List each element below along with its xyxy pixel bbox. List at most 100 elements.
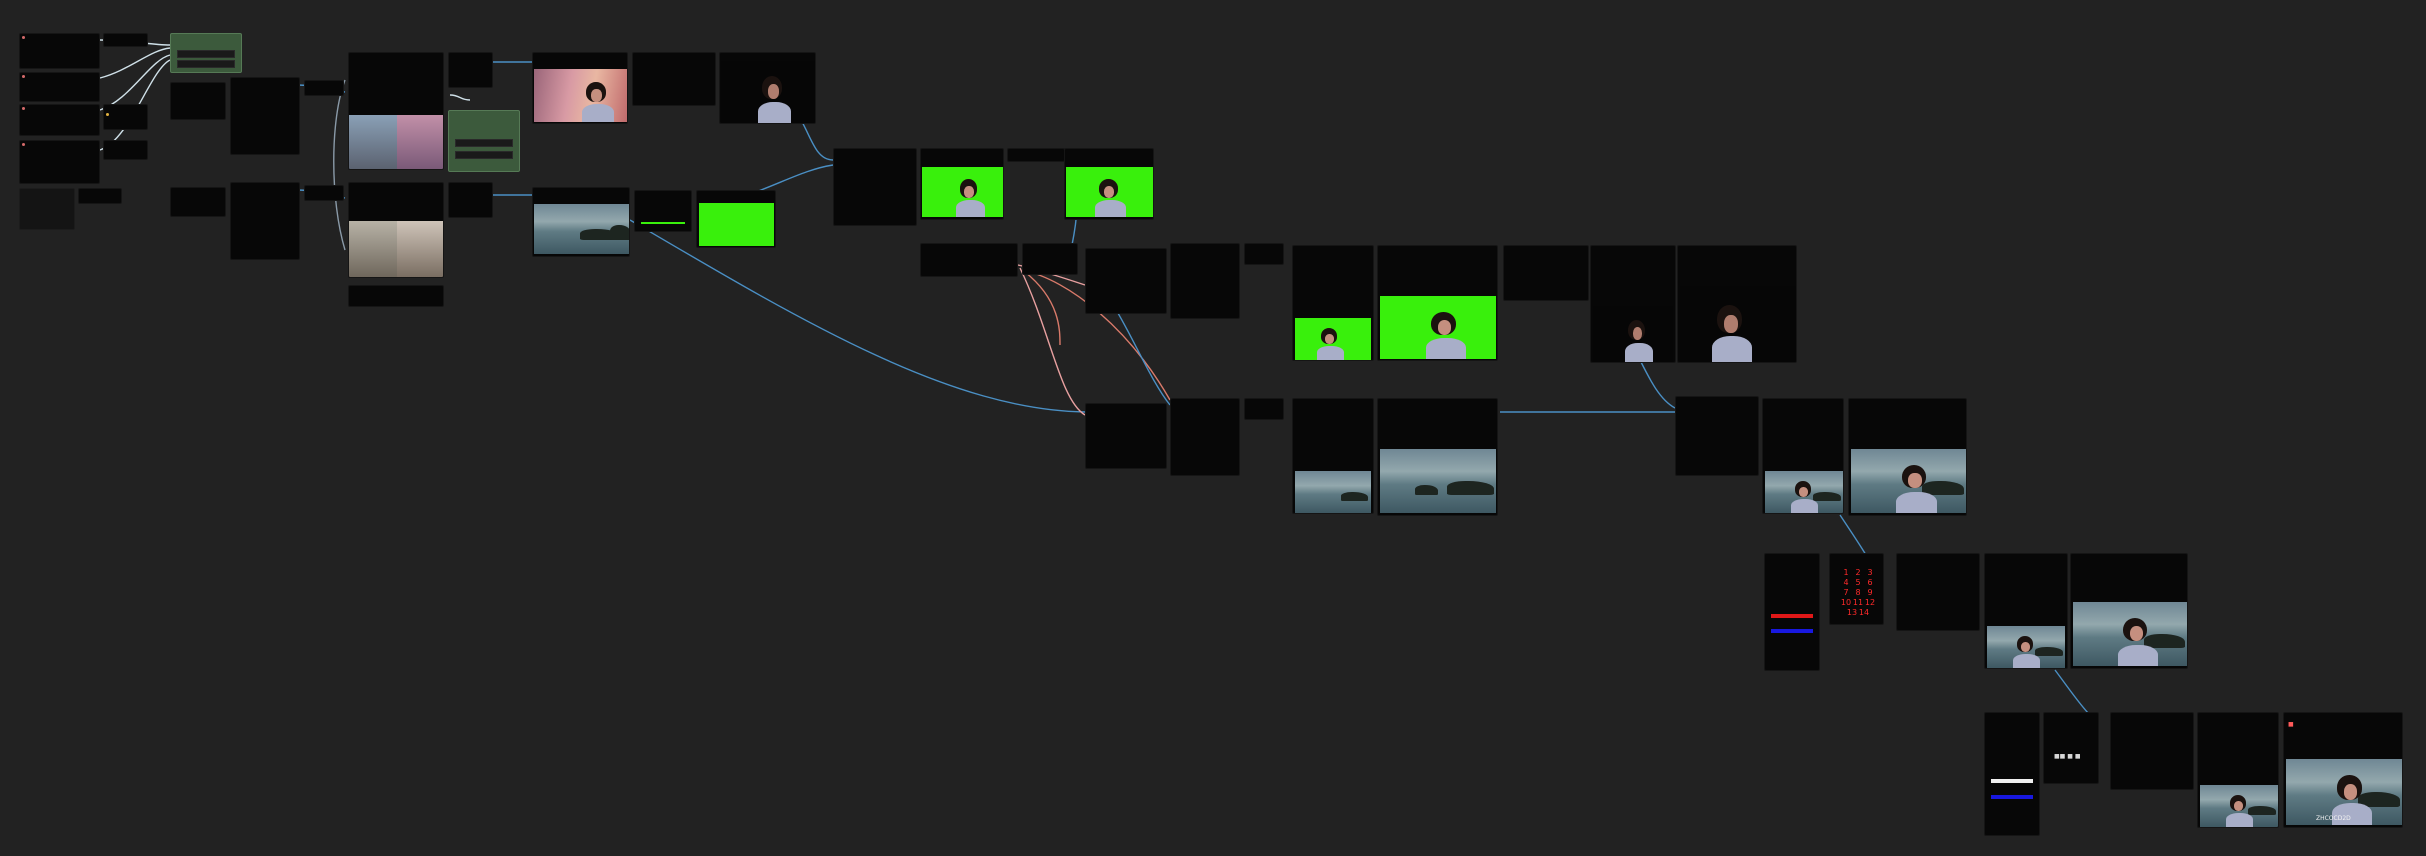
link [333,79,346,251]
mask-node[interactable] [634,190,692,232]
process-node-4[interactable] [1170,243,1240,319]
preview-final-small-node[interactable] [1984,553,2068,669]
preview-warm-node[interactable] [532,52,628,124]
model-node-4[interactable] [230,182,300,260]
load-node-1[interactable] [19,33,100,69]
preview-final-large-node[interactable] [2070,553,2188,669]
preview-image-sea [534,204,629,254]
load-node-6[interactable] [19,140,100,184]
model-node-3[interactable] [170,187,226,217]
image-batch-node-2[interactable] [348,182,444,278]
group-widget[interactable] [455,151,513,159]
preview-sea-large-node[interactable] [1377,398,1498,516]
collapsed-node[interactable] [19,188,75,230]
preview-composite-large-node[interactable] [1848,398,1967,516]
preview-image-sea-small [1295,471,1371,513]
video-caption: ZHCOCD2D [2316,815,2351,822]
text-overlay-node-1[interactable] [1764,553,1820,671]
mid-node[interactable] [1503,245,1589,301]
process-node-2[interactable] [1022,243,1078,275]
link [99,47,171,79]
batch-thumbnail [397,221,443,277]
preview-image-portrait [721,61,815,123]
preview-sea-node[interactable] [532,187,630,257]
preview-dark-large-node[interactable] [1677,245,1797,363]
text-node-1[interactable] [448,52,493,88]
preview-image-caption-small [2200,785,2278,827]
load-node-2[interactable] [103,33,148,47]
merge-node[interactable] [1675,396,1759,476]
batch-thumbnail [349,221,397,277]
preview-image-final-large [2073,602,2187,666]
text-preview-node-2[interactable]: ■■ ■ ■ [2043,712,2099,784]
preview-image-warm [534,69,627,122]
greenscreen-image [1066,167,1153,217]
preview-small-green-node[interactable] [1292,245,1374,361]
preview-dark-small-node[interactable] [1590,245,1676,363]
red-bar [1771,614,1813,618]
blue-bar [1991,795,2033,799]
node-status-dot [22,143,25,146]
sea-process-node-3[interactable] [1244,398,1284,420]
sea-process-node-2[interactable] [1170,398,1240,476]
model-node-1[interactable] [170,82,226,120]
link [99,54,171,111]
preview-image-final-small [1987,626,2065,668]
load-node-3[interactable] [19,72,100,102]
node-status-dot [22,36,25,39]
greenscreen-preview-node-1[interactable] [920,148,1004,220]
load-node-4[interactable] [19,104,100,136]
link [1019,267,1086,416]
blue-bar [1771,629,1813,633]
process-node-1[interactable] [920,243,1018,277]
frame-process-node[interactable] [1896,553,1980,631]
preview-image-caption-large: ZHCOCD2D [2286,759,2402,825]
caption-process-node[interactable] [2110,712,2194,790]
preview-caption-large-node[interactable]: ■ ZHCOCD2D [2283,712,2403,828]
process-node-3[interactable] [1085,248,1167,314]
text-overlay-node-2[interactable] [1984,712,2040,836]
upscale-node[interactable] [632,52,716,106]
model-node-2[interactable] [230,77,300,155]
sea-process-node-1[interactable] [1085,403,1167,469]
group-widget[interactable] [177,50,235,58]
preview-image-composite-small [1765,471,1843,513]
node-status-dot [22,75,25,78]
load-node-8[interactable] [78,188,122,204]
group-widget[interactable] [177,60,235,68]
load-node-5[interactable] [103,104,148,130]
preview-image-green-large [1380,296,1496,359]
preview-caption-small-node[interactable] [2197,712,2279,828]
green-mask-node[interactable] [696,190,776,248]
group-widget[interactable] [455,139,513,147]
preview-image-dark-large [1680,286,1796,362]
group-node-1[interactable] [170,33,242,73]
green-mask-image [699,203,774,246]
text-node-2[interactable] [448,182,493,218]
input-slot[interactable] [106,113,109,116]
label-node[interactable] [1007,148,1065,162]
process-node-5[interactable] [1244,243,1284,265]
preview-image-sea-large [1380,449,1496,513]
white-bar [1991,779,2033,783]
link [2054,669,2091,716]
output-node-small[interactable] [348,285,444,307]
group-node-2[interactable] [448,110,520,172]
batch-thumbnail [349,115,397,169]
connector-node-1[interactable] [304,80,344,96]
preview-portrait-node[interactable] [719,52,816,124]
connector-node-2[interactable] [304,185,344,201]
link [1024,271,1061,346]
greenscreen-preview-node-2[interactable] [1064,148,1154,220]
preview-sea-small-node[interactable] [1292,398,1374,514]
error-badge: ■ [2288,721,2294,728]
preview-composite-small-node[interactable] [1762,398,1844,514]
composite-node[interactable] [833,148,917,226]
preview-large-green-node[interactable] [1377,245,1498,361]
load-node-7[interactable] [103,140,148,160]
image-batch-node-1[interactable] [348,52,444,170]
node-status-dot [22,107,25,110]
